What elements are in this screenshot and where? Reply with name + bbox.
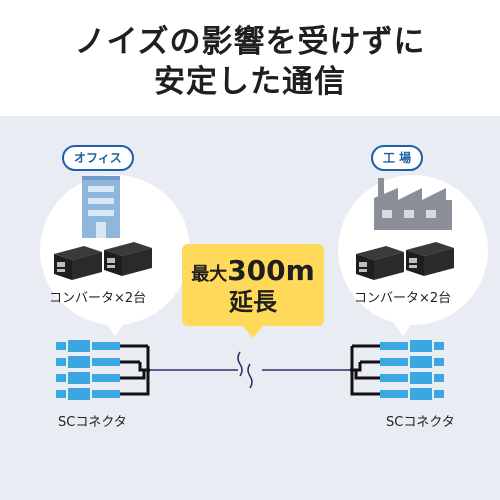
callout-suffix: 延長 [229,288,277,316]
callout-prefix: 最大 [191,264,228,285]
media-converter-icon [356,246,404,280]
sc-connector-icon [56,388,132,400]
factory-bubble-tail [393,322,413,336]
media-converter-icon [54,246,102,280]
callout-tail [243,326,263,338]
office-building-icon [82,176,120,238]
cable-break-icon [237,351,253,389]
sc-connector-icon [56,340,148,352]
sc-connector-icon [56,372,136,384]
sc-connector-icon [364,372,444,384]
media-converter-icon [406,242,454,276]
factory-label: 工 場 [371,145,424,171]
factory-converter-caption: コンバータ×2台 [354,291,452,306]
office-converters [54,242,152,280]
office-converter-caption: コンバータ×2台 [49,291,147,306]
factory-icon [374,178,452,230]
office-label: オフィス [62,145,134,171]
sc-connector-icon [352,340,444,352]
right-sc-connectors [350,340,444,400]
callout-distance: 300m [227,254,315,287]
office-bubble-tail [105,322,125,336]
distance-callout: 最大300m 延長 [182,244,324,326]
media-converter-icon [104,242,152,276]
headline: ノイズの影響を受けずに 安定した通信 [0,0,500,116]
right-connector-caption: SCコネクタ [386,415,455,430]
sc-connector-icon [368,388,444,400]
sc-connector-icon [360,356,444,368]
left-sc-connectors [56,340,150,400]
sc-connector-icon [56,356,140,368]
headline-line-2: 安定した通信 [154,64,346,100]
left-connector-caption: SCコネクタ [58,415,127,430]
factory-converters [356,242,454,280]
headline-line-1: ノイズの影響を受けずに [74,24,426,60]
